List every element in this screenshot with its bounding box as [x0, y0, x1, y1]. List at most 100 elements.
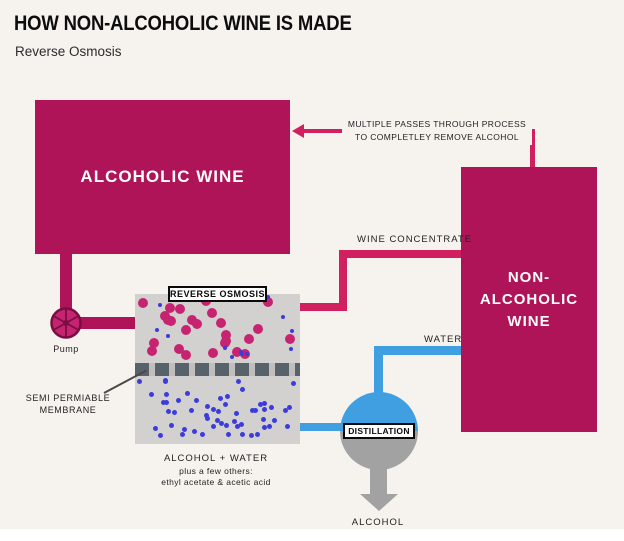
- water-particle-dot: [258, 401, 264, 407]
- feedback-note-line2: TO COMPLETLEY REMOVE ALCOHOL: [355, 132, 519, 142]
- non-alcoholic-wine-label-line2: WINE: [507, 312, 551, 330]
- pipe-water-to-non-alcoholic-wine: [374, 346, 462, 355]
- wine-particle-dot: [252, 324, 263, 335]
- water-particle-dot: [217, 396, 223, 402]
- water-particle-dot: [157, 432, 163, 438]
- wine-particle-dot: [231, 346, 242, 357]
- wine-particle-dot: [186, 314, 197, 325]
- water-particle-dot: [199, 431, 205, 437]
- water-particle-dot: [223, 401, 229, 407]
- pipe-ro-to-distillation: [297, 423, 347, 431]
- water-particle-dot: [266, 295, 271, 300]
- water-particle-dot: [232, 418, 238, 424]
- water-particle-dot: [244, 352, 249, 357]
- water-particle-dot: [240, 352, 245, 357]
- pipe-wine-concentrate: [339, 250, 462, 258]
- water-particle-dot: [226, 432, 232, 438]
- water-particle-dot: [239, 386, 245, 392]
- water-particle-dot: [283, 408, 289, 414]
- water-particle-dot: [185, 391, 191, 397]
- water-particle-dot: [285, 423, 291, 429]
- water-particle-dot: [266, 423, 272, 429]
- water-particle-dot: [164, 391, 170, 397]
- water-particle-dot: [230, 354, 235, 359]
- water-particle-dot: [172, 410, 178, 416]
- wine-particle-dot: [285, 334, 296, 345]
- wine-particle-dot: [147, 346, 158, 357]
- water-particle-dot: [219, 420, 225, 426]
- water-particle-dot: [234, 423, 240, 429]
- water-particle-dot: [152, 426, 158, 432]
- water-particle-dot: [262, 400, 268, 406]
- water-particle-dot: [189, 407, 195, 413]
- water-particle-dot: [281, 314, 286, 319]
- non-alcoholic-wine-label: NON-ALCOHOLIC WINE: [461, 267, 597, 333]
- water-particle-dot: [169, 422, 175, 428]
- water-particle-dot: [272, 418, 278, 424]
- water-particle-dot: [158, 303, 163, 308]
- water-particle-dot: [268, 405, 274, 411]
- water-particle-dot: [224, 423, 230, 429]
- wine-particle-dot: [175, 303, 186, 314]
- water-label: WATER: [424, 334, 463, 345]
- water-particle-dot: [249, 432, 255, 438]
- water-particle-dot: [211, 406, 217, 412]
- page-title: HOW NON-ALCOHOLIC WINE IS MADE: [14, 12, 352, 35]
- water-particle-dot: [205, 416, 210, 422]
- water-particle-dot: [154, 327, 159, 332]
- reverse-osmosis-chamber: [135, 294, 300, 444]
- water-particle-dot: [175, 397, 181, 403]
- pipe-distillation-riser: [374, 346, 383, 398]
- membrane-note-line2: MEMBRANE: [39, 405, 97, 415]
- water-particle-dot: [288, 346, 293, 351]
- non-alcoholic-wine-box: NON-ALCOHOLIC WINE: [461, 167, 597, 432]
- semi-permeable-membrane: [135, 363, 300, 376]
- water-particle-dot: [148, 391, 154, 397]
- alcoholic-wine-box: ALCOHOLIC WINE: [35, 100, 290, 254]
- pipe-wine-concentrate-riser: [339, 250, 347, 311]
- pipe-pump-to-reverse-osmosis: [80, 317, 137, 329]
- water-particle-dot: [289, 329, 294, 333]
- wine-particle-dot: [262, 297, 273, 308]
- feedback-arrowhead-icon: [292, 124, 304, 138]
- ro-wine-dots-zone: [136, 295, 299, 361]
- wine-particle-dot: [137, 298, 148, 309]
- water-particle-dot: [182, 426, 188, 432]
- wine-particle-dot: [162, 314, 173, 325]
- water-particle-dot: [286, 404, 292, 410]
- water-particle-dot: [235, 378, 241, 384]
- water-particle-dot: [179, 432, 185, 438]
- water-particle-dot: [216, 409, 222, 415]
- water-particle-dot: [203, 413, 209, 419]
- pipe-alcoholic-wine-to-pump: [60, 253, 72, 309]
- water-particle-dot: [194, 397, 200, 403]
- wine-particle-dot: [219, 337, 230, 348]
- water-particle-dot: [238, 422, 244, 428]
- pipe-ro-outlet: [297, 303, 347, 311]
- water-particle-dot: [163, 400, 169, 406]
- water-particle-dot: [192, 428, 198, 434]
- water-particle-dot: [261, 417, 267, 423]
- wine-particle-dot: [207, 347, 218, 358]
- water-particle-dot: [163, 379, 169, 385]
- alcohol-out-arrow-stem: [370, 464, 387, 494]
- water-particle-dot: [262, 407, 268, 413]
- water-particle-dot: [261, 424, 267, 430]
- wine-particle-dot: [207, 308, 218, 319]
- water-particle-dot: [137, 379, 143, 385]
- water-particle-dot: [224, 394, 230, 400]
- reverse-osmosis-label: REVERSE OSMOSIS: [168, 286, 267, 302]
- wine-particle-dot: [173, 344, 184, 355]
- non-alcoholic-wine-label-line1: NON-ALCOHOLIC: [479, 268, 579, 308]
- alcohol-output-label: ALCOHOL: [351, 517, 405, 528]
- water-particle-dot: [166, 408, 171, 414]
- alcohol-out-arrow-head-icon: [360, 494, 398, 511]
- wine-particle-dot: [149, 338, 160, 348]
- byproduct-note: ALCOHOL + WATER plus a few others: ethyl…: [136, 453, 296, 488]
- feedback-note-line1: MULTIPLE PASSES THROUGH PROCESS: [347, 119, 527, 129]
- byproduct-line2: plus a few others:: [179, 466, 253, 476]
- wine-particle-dot: [220, 329, 231, 340]
- byproduct-line1: ALCOHOL + WATER: [163, 453, 269, 464]
- water-particle-dot: [211, 423, 217, 429]
- wine-concentrate-label: WINE CONCENTRATE: [357, 234, 473, 245]
